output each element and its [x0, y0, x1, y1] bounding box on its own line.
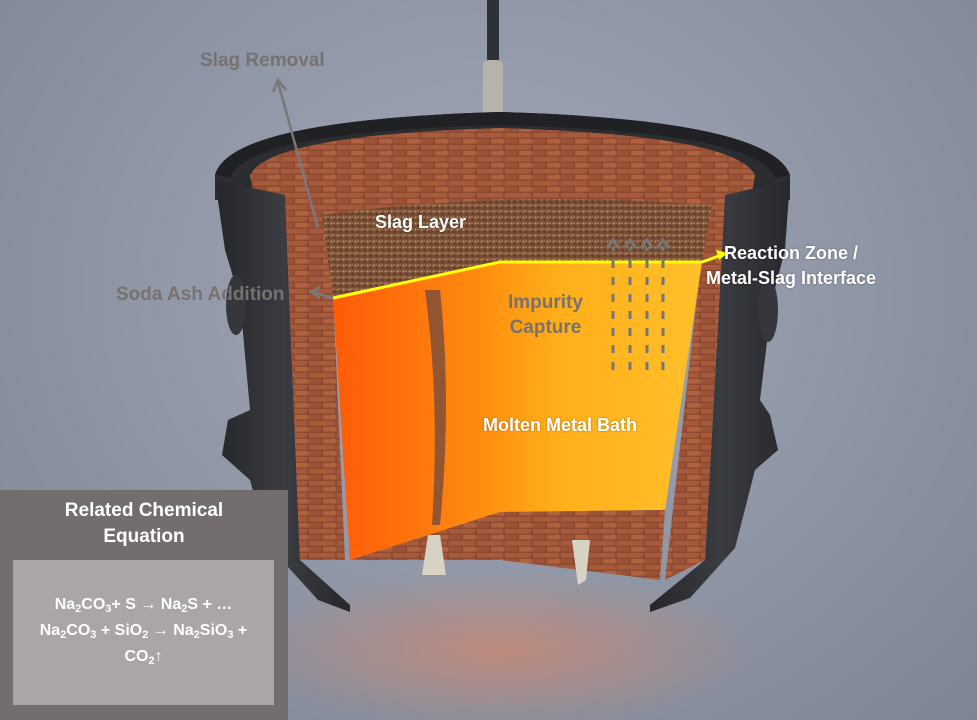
ladle-shell-right — [650, 180, 790, 612]
molten-metal-bath-label: Molten Metal Bath — [483, 415, 638, 435]
equation-panel: Related Chemical Equation Na2CO3+ S → Na… — [0, 490, 288, 720]
impurity-capture-arrows-icon — [605, 237, 671, 370]
ladle-shell-left — [215, 180, 350, 612]
slag-layer — [322, 199, 712, 298]
equation-line-3: CO2↑ — [124, 647, 163, 667]
equation-box: Na2CO3+ S → Na2S + … Na2CO3 + SiO2 → Na2… — [13, 560, 274, 705]
reaction-zone-label: Reaction Zone / Metal-Slag Interface — [706, 241, 876, 291]
reaction-zone-arrow-icon — [716, 250, 728, 260]
equation-title-line1: Related Chemical — [64, 500, 224, 521]
equation-line-1: Na2CO3+ S → Na2S + … — [54, 595, 233, 615]
soda-ash-addition-label: Soda Ash Addition — [116, 284, 285, 305]
reaction-zone-label-line1: Reaction Zone / — [724, 243, 859, 263]
gas-evolution-arrow-icon: ↑ — [154, 647, 163, 665]
impurity-capture-line1: Impurity — [508, 292, 583, 313]
molten-metal-bath — [333, 262, 702, 560]
lance-rod — [487, 0, 499, 62]
soda-ash-arrow-icon — [311, 290, 334, 300]
equation-line-2: Na2CO3 + SiO2 → Na2SiO3 + — [39, 621, 248, 641]
porous-plug-left — [422, 535, 446, 575]
slag-removal-arrow-icon — [276, 81, 320, 229]
impurity-capture-label: Impurity Capture — [508, 290, 583, 340]
metal-slag-interface-line — [332, 260, 702, 300]
porous-plug-right — [572, 540, 590, 585]
reaction-zone-label-line2: Metal-Slag Interface — [706, 268, 877, 288]
equation-title-line2: Equation — [103, 526, 185, 547]
slag-removal-label: Slag Removal — [200, 50, 325, 71]
slag-layer-label: Slag Layer — [375, 212, 467, 232]
equation-panel-title: Related Chemical Equation — [0, 498, 288, 550]
impurity-capture-line2: Capture — [509, 317, 582, 338]
